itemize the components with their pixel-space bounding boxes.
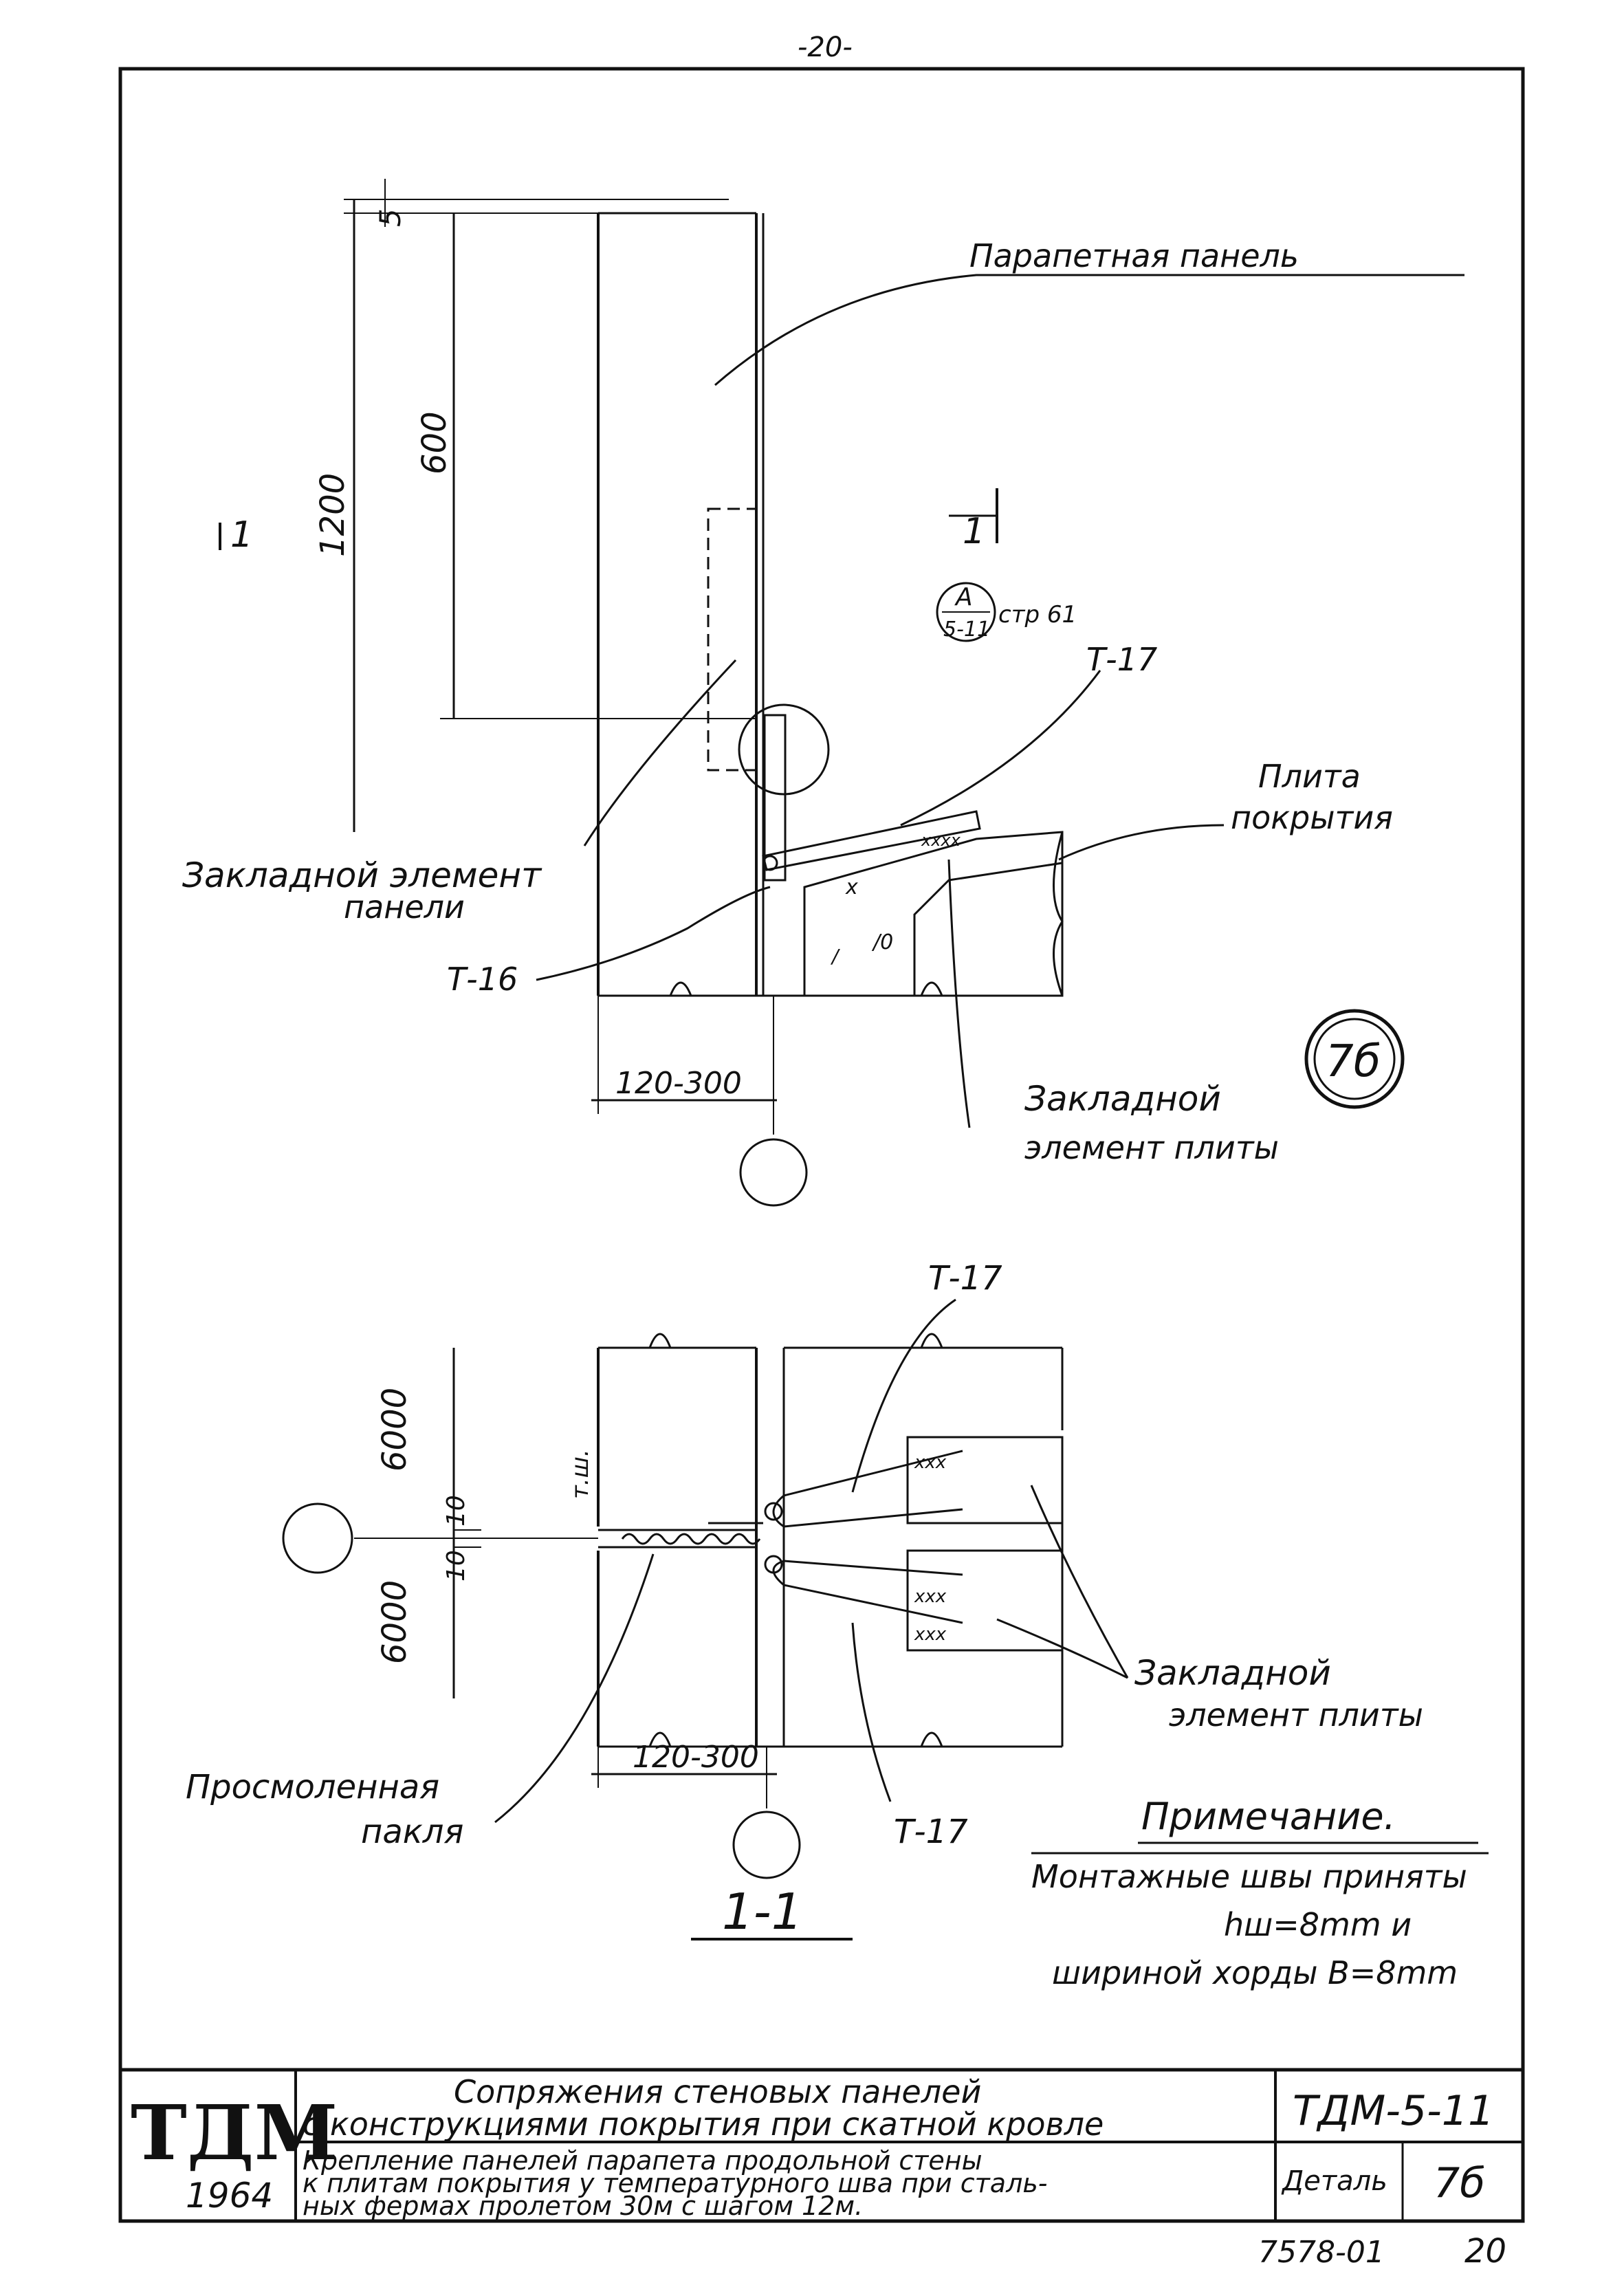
label-tow-line1: Просмоленная: [186, 1768, 439, 1806]
label-slab-embed-lower-line2: элемент плиты: [1169, 1696, 1423, 1734]
label-t17-upper: Т-17: [1086, 641, 1157, 678]
label-slab-line2: покрытия: [1231, 799, 1393, 836]
detail-label: Деталь: [1281, 2165, 1387, 2197]
axis-marker-left: [282, 1502, 353, 1574]
label-slab-embed-lower-line1: Закладной: [1134, 1653, 1331, 1693]
dim-gap-lower: 120-300: [633, 1740, 759, 1775]
svg-text:/: /: [830, 945, 840, 967]
archive-code: 7578-01: [1258, 2235, 1385, 2270]
upper-view: x /0 / xxxx 5 1200 600 120-300 1 1: [182, 179, 1464, 1207]
dim-joint-a: 10: [442, 1495, 470, 1527]
detail-badge-circle: [1304, 1009, 1405, 1109]
dim-top: 5: [373, 208, 407, 227]
detail-number: 7б: [1434, 2159, 1485, 2207]
note-title: Примечание.: [1141, 1795, 1396, 1838]
series-code: ТДМ-5-11: [1293, 2087, 1494, 2135]
section-mark-left: 1: [230, 514, 253, 556]
label-tow-line2: пакля: [361, 1813, 463, 1851]
label-t16: Т-16: [447, 961, 518, 998]
label-panel-embed-line2: панели: [344, 888, 465, 926]
panel-embed-dashed: [707, 507, 758, 772]
logo-tdm: ТДМ: [131, 2088, 338, 2177]
callout-ref-bottom: 5-11: [943, 617, 990, 642]
callout-ref-top: A: [954, 583, 973, 611]
sheet-number: 20: [1464, 2232, 1506, 2271]
label-parapet-panel: Парапетная панель: [969, 237, 1299, 274]
lower-view: xxx xxx xxx 6000 6000 10 10 т.ш. 120-: [120, 1224, 1423, 1940]
note-block: Примечание. Монтажные швы приняты hш=8mm…: [1031, 1795, 1489, 1991]
label-slab-embed-upper-line1: Закладной: [1024, 1079, 1221, 1119]
svg-text:/0: /0: [871, 930, 893, 954]
label-slab-embed-upper-line2: элемент плиты: [1024, 1129, 1279, 1166]
sheet-title-line1: Крепление панелей парапета продольной ст…: [303, 2145, 983, 2176]
sheet-title-line2: к плитам покрытия у температурного шва п…: [303, 2168, 1047, 2198]
label-t17-lower-top: Т-17: [928, 1259, 1002, 1298]
label-t17-lower-bottom: Т-17: [894, 1813, 968, 1851]
note-line-3: шириной хорды В=8mm: [1052, 1954, 1458, 1991]
dim-height-upper: 600: [415, 411, 454, 474]
svg-text:xxxx: xxxx: [921, 831, 961, 850]
sheet-frame: [118, 67, 1525, 2223]
callout-circle-a: [738, 703, 830, 796]
section-mark-right: 1: [963, 511, 985, 552]
plate-t17: [762, 810, 981, 871]
label-panel-embed-line1: Закладной элемент: [182, 855, 542, 895]
svg-text:xxx: xxx: [914, 1586, 947, 1607]
dim-upper-6000: 6000: [375, 1388, 414, 1472]
tow-seal: [621, 1533, 761, 1545]
series-title-line1: Сопряжения стеновых панелей: [454, 2073, 981, 2110]
callout-page: стр 61: [998, 601, 1077, 628]
dim-gap-upper: 120-300: [615, 1066, 742, 1101]
series-title-line2: с конструкциями покрытия при скатной кро…: [303, 2106, 1104, 2143]
axis-marker-upper: [739, 1138, 808, 1207]
dim-lower-6000: 6000: [375, 1580, 414, 1664]
bar-t17-top: [772, 1450, 963, 1528]
svg-text:x: x: [845, 875, 858, 899]
plate-t16: [763, 714, 787, 882]
bar-t17-bottom: [772, 1560, 963, 1624]
title-year: 1964: [186, 2176, 273, 2216]
svg-text:xxx: xxx: [914, 1624, 947, 1645]
sheet-title-line3: ных фермах пролетом 30м с шагом 12м.: [303, 2191, 863, 2221]
detail-badge-text: 7б: [1326, 1036, 1381, 1087]
roof-slab: [803, 831, 1064, 997]
dim-joint-b: 10: [442, 1550, 470, 1582]
note-line-2: hш=8mm и: [1224, 1906, 1412, 1943]
axis-marker-lower: [732, 1811, 801, 1879]
dim-height-total: 1200: [314, 473, 352, 557]
section-title-1-1: 1-1: [722, 1883, 803, 1940]
note-line-1: Монтажные швы приняты: [1031, 1858, 1467, 1895]
joint-label: т.ш.: [567, 1449, 594, 1499]
title-block: ТДМ 1964 Сопряжения стеновых панелей с к…: [120, 2068, 1523, 2221]
page-number-top: -20-: [798, 32, 853, 63]
label-slab-line1: Плита: [1258, 758, 1361, 795]
